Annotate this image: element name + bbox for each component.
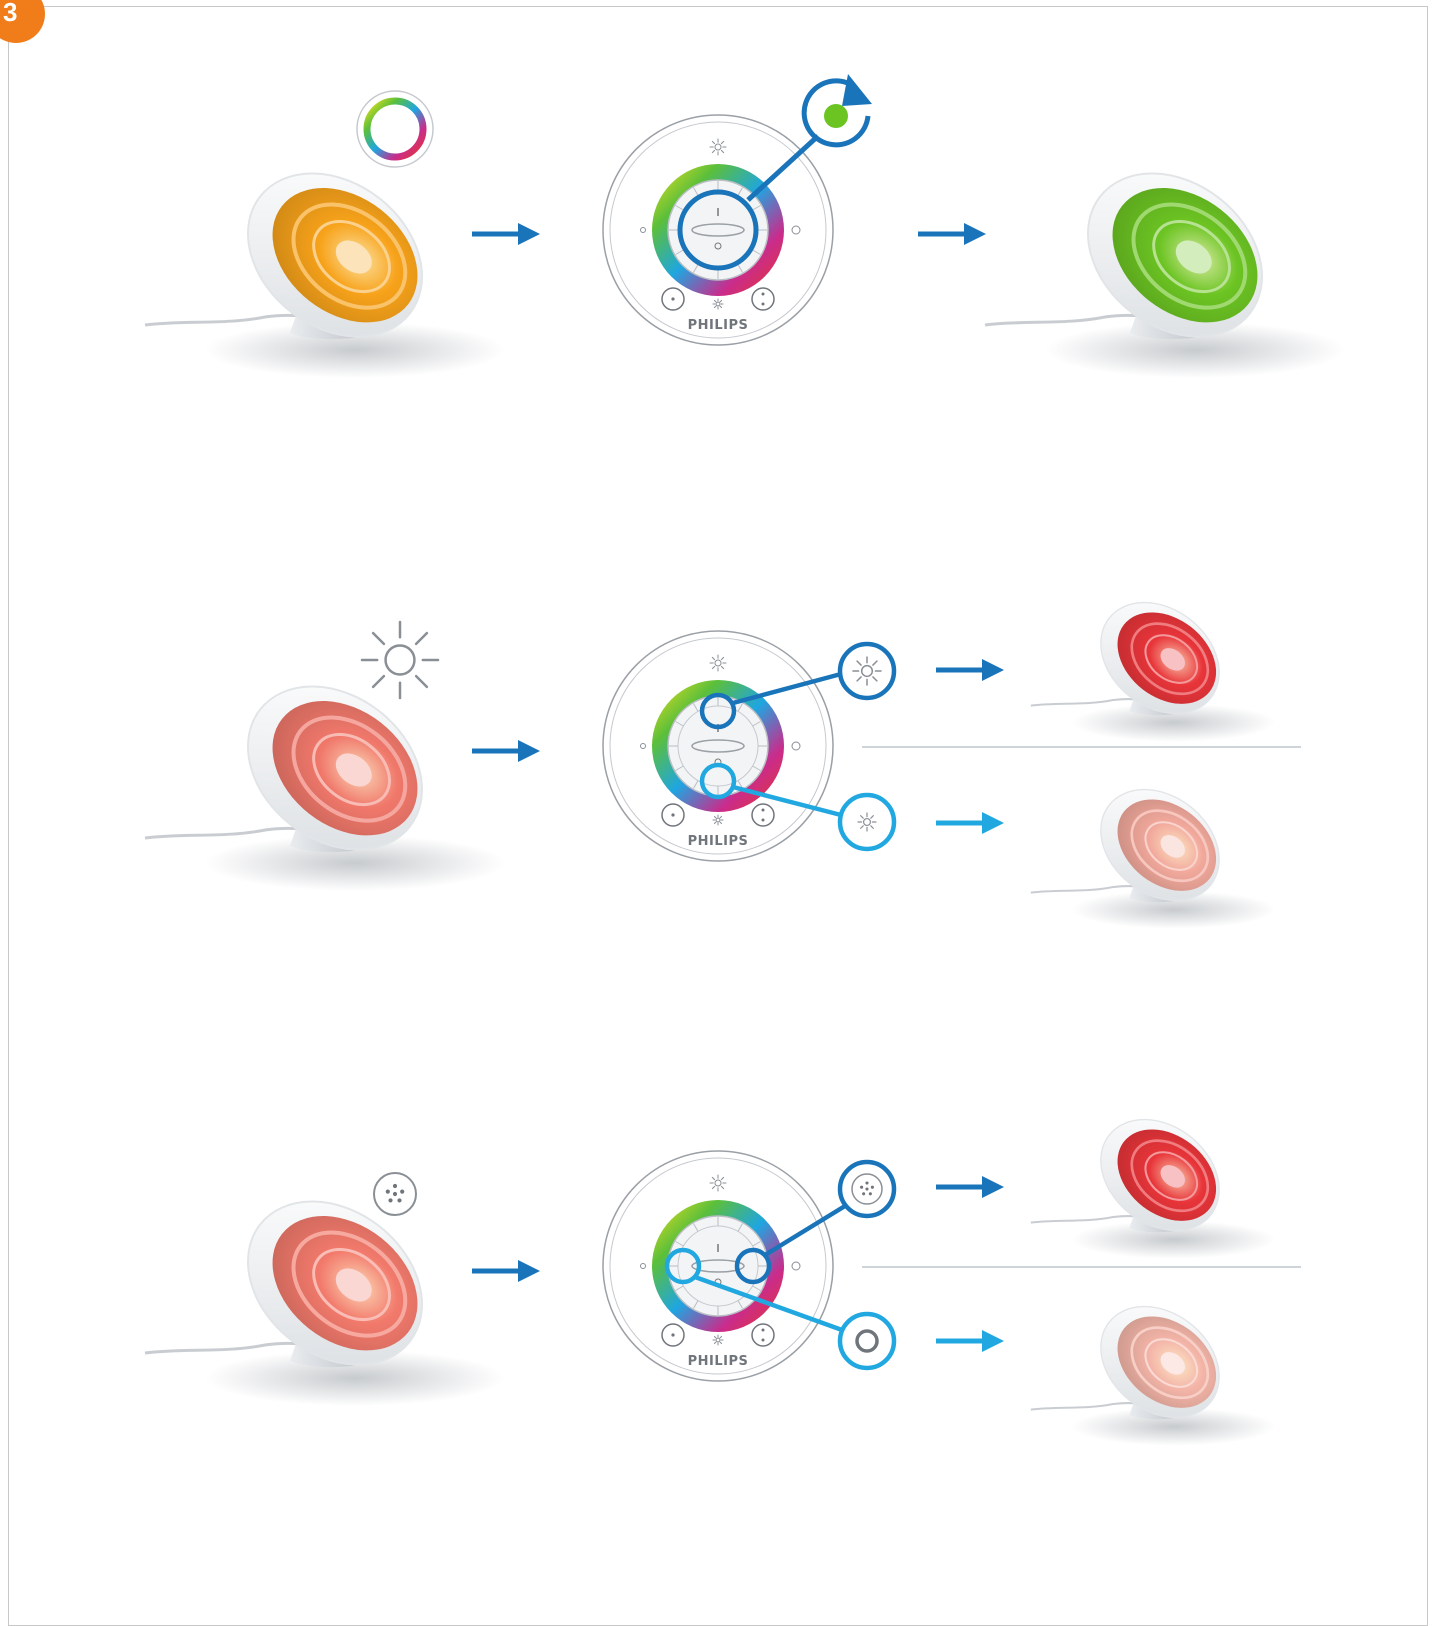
- remote-control: PHILIPS: [603, 1151, 833, 1381]
- arrow-row3-down: [936, 1330, 1004, 1352]
- remote-brand-label: PHILIPS: [688, 318, 749, 333]
- color-wheel-icon: [357, 91, 433, 167]
- lamp-after-green: [985, 140, 1345, 378]
- arrow-row1-a: [472, 223, 540, 245]
- remote-brand-label: PHILIPS: [688, 1354, 749, 1369]
- brightness-down-callout: [840, 795, 894, 849]
- lamp-before-brightness: [145, 653, 505, 891]
- brightness-up-callout: [840, 644, 894, 698]
- arrow-row1-b: [918, 223, 986, 245]
- lamp-before-saturation: [145, 1168, 505, 1406]
- remote-brand-label: PHILIPS: [688, 834, 749, 849]
- arrow-row2-up: [936, 659, 1004, 681]
- lamp-before-color: [145, 140, 505, 378]
- lamp-brighter: [1031, 580, 1276, 742]
- remote-control: PHILIPS: [603, 631, 833, 861]
- arrow-row3-a: [472, 1260, 540, 1282]
- lamp-more-saturated: [1031, 1097, 1276, 1259]
- lamp-dimmer: [1031, 767, 1276, 929]
- saturation-down-callout: [840, 1314, 894, 1368]
- remote-control: PHILIPS: [603, 115, 833, 345]
- instruction-diagram: PHILIPS PHILIPS PHILIPS: [0, 0, 1448, 1586]
- arrow-row2-a: [472, 740, 540, 762]
- rotate-arrowhead: [842, 74, 872, 106]
- center-dial: [668, 696, 768, 796]
- arrow-row2-down: [936, 812, 1004, 834]
- center-dial: [668, 1216, 768, 1316]
- sun-icon: [362, 622, 438, 698]
- arrow-row3-up: [936, 1176, 1004, 1198]
- lamp-less-saturated: [1031, 1284, 1276, 1446]
- green-dot: [824, 104, 848, 128]
